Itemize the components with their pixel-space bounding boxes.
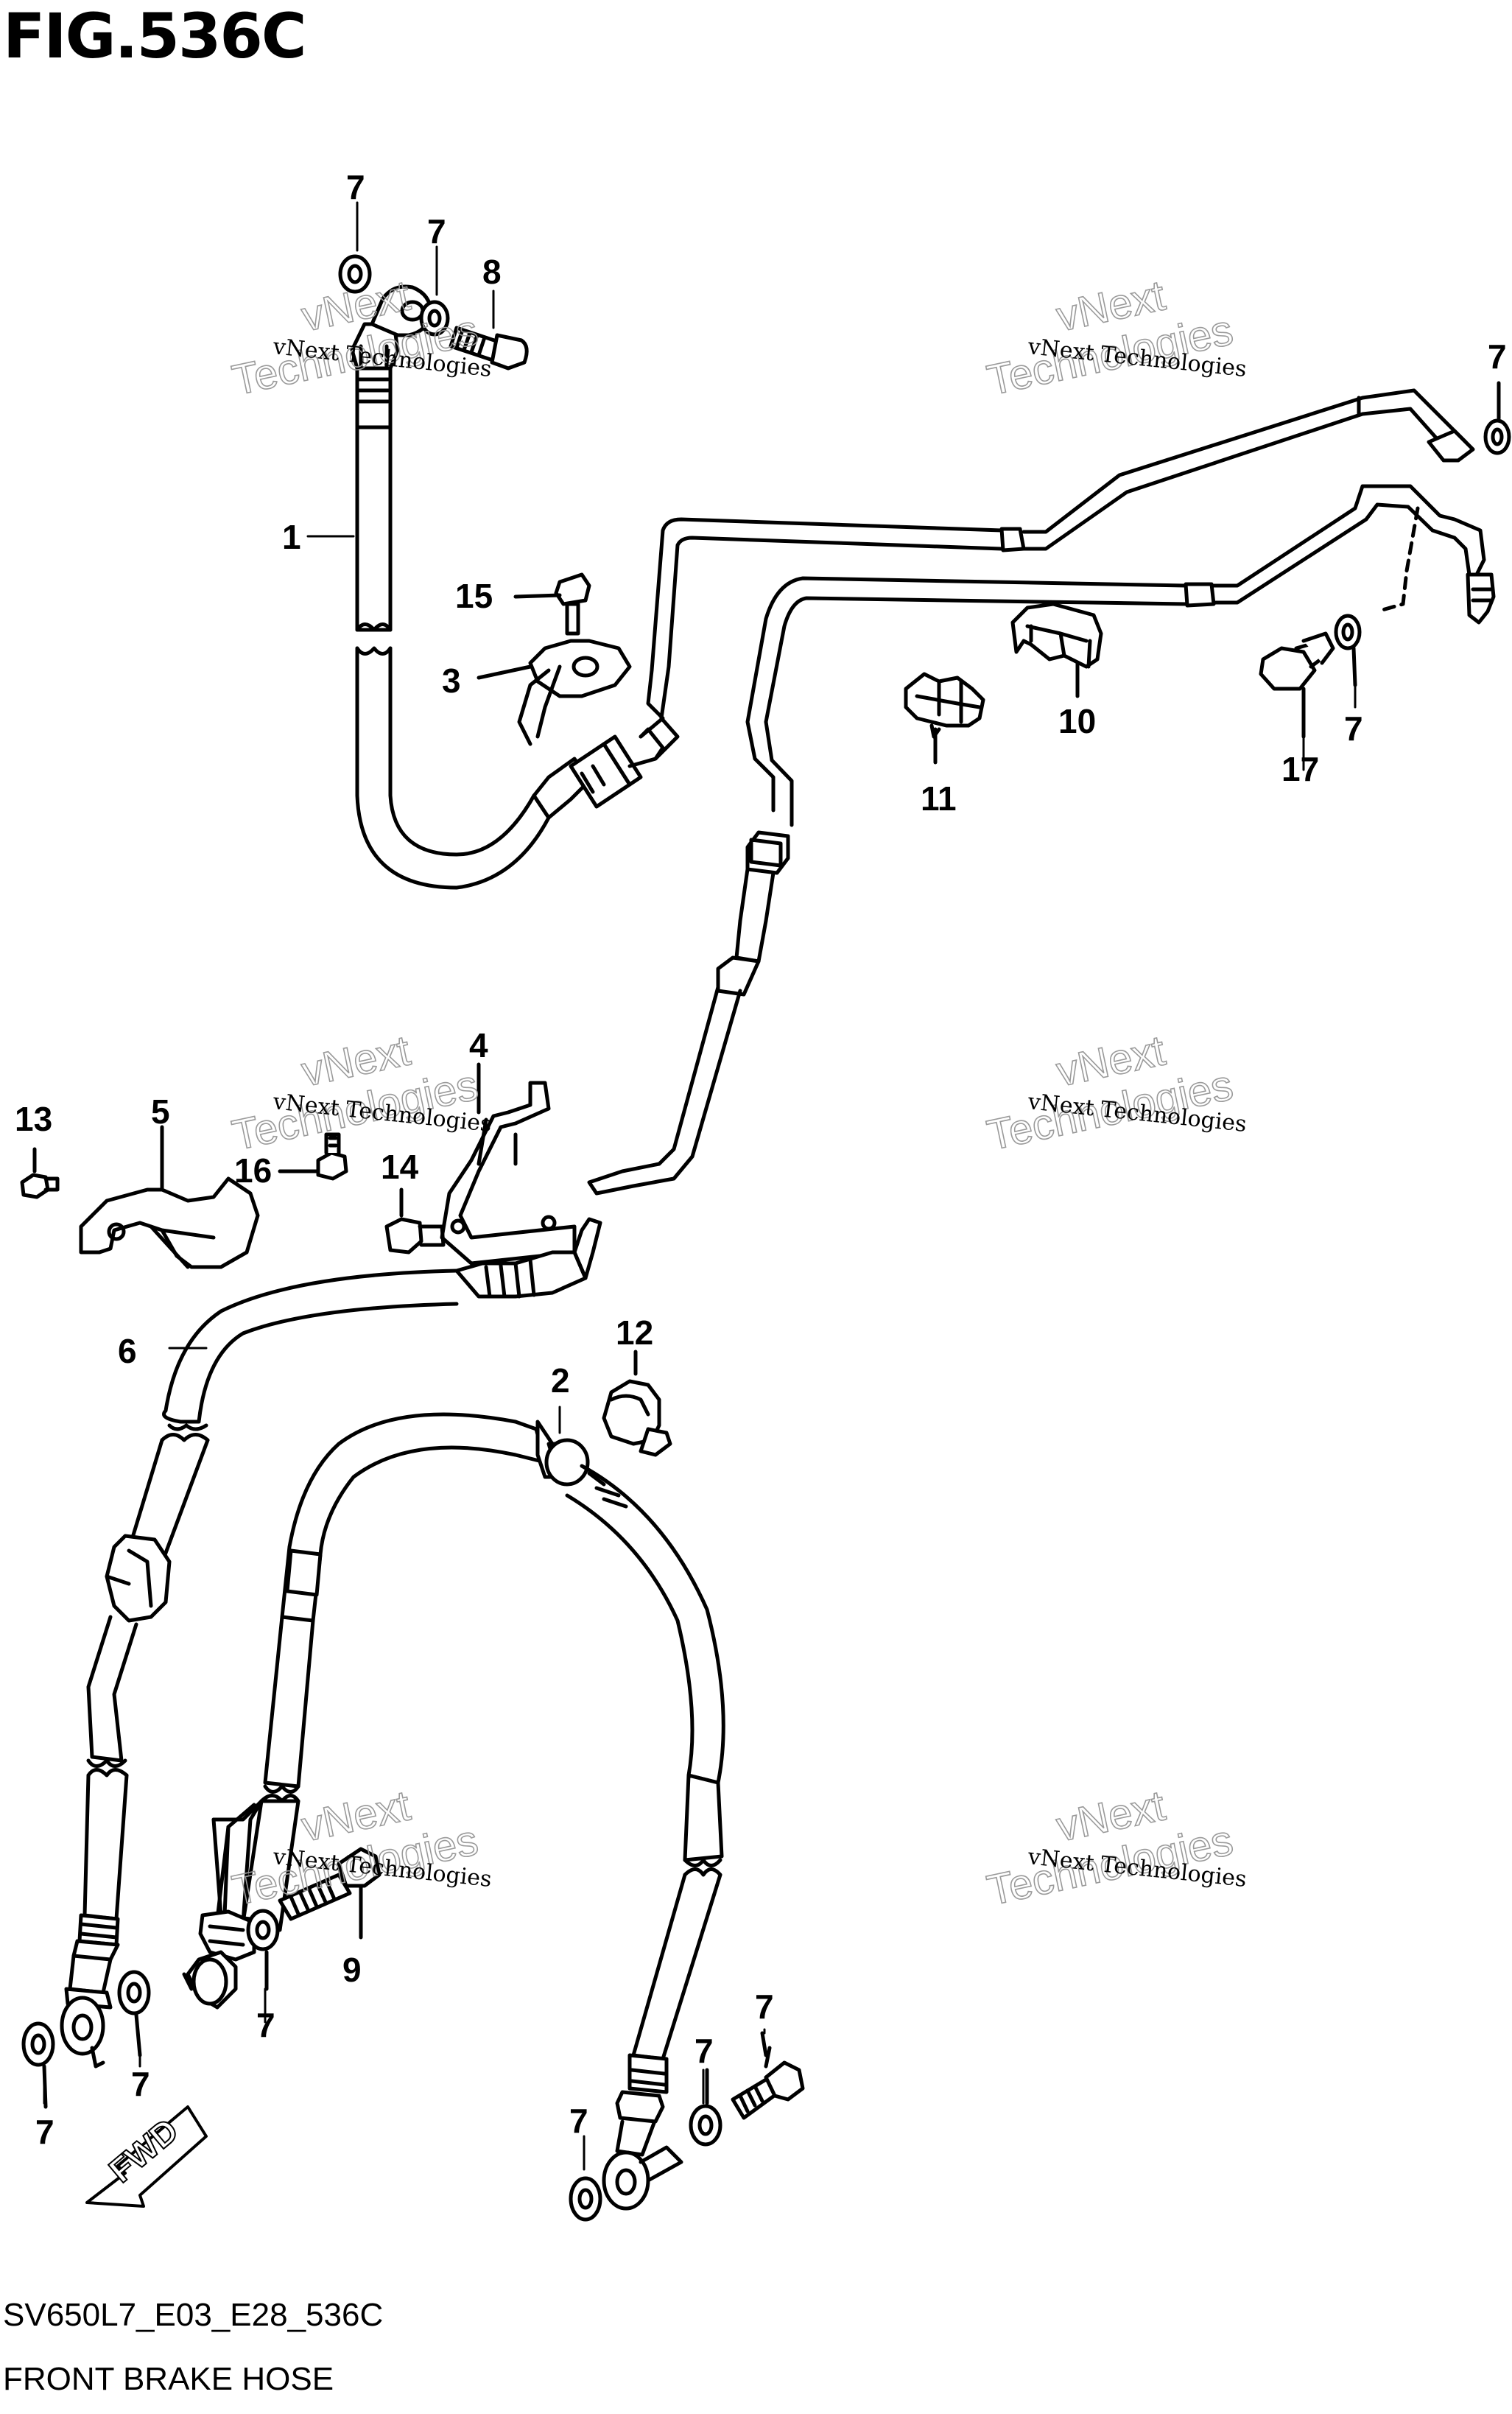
washer-icon <box>255 1920 271 1940</box>
callout-label: 7 <box>569 2102 588 2140</box>
figure-name: FRONT BRAKE HOSE <box>3 2361 334 2397</box>
callout-label: 7 <box>1488 337 1507 376</box>
callout-label: 15 <box>455 577 493 615</box>
callout-label: 7 <box>755 1987 774 2026</box>
pipe-clip-11 <box>1010 602 1103 698</box>
washer-icon <box>1491 427 1504 446</box>
bolt-17 <box>278 1132 348 1181</box>
callout-label: 7 <box>131 2065 150 2103</box>
hose-clamp-3 <box>477 639 632 746</box>
callout-label: 8 <box>482 253 502 291</box>
brake-pipe-upper <box>639 388 1496 827</box>
callout-label: 12 <box>616 1313 653 1352</box>
washer-icon <box>246 1909 280 1951</box>
washer-icon <box>21 2021 55 2067</box>
callout-label: 17 <box>1281 750 1319 788</box>
callout-label: 4 <box>469 1026 488 1064</box>
washer-icon <box>30 2033 46 2055</box>
forward-arrow-icon <box>85 2105 208 2208</box>
washer-icon <box>1483 418 1511 455</box>
bolt-14 <box>20 1147 60 1199</box>
banjo-fitting-mid <box>182 1950 238 2010</box>
washer-icon <box>427 309 442 328</box>
banjo-bolt-9 <box>449 326 529 371</box>
bracket-5 <box>79 1125 260 1269</box>
pipe-union-joint <box>587 830 790 1196</box>
banjo-bolt-8 <box>731 2031 805 2120</box>
washer-icon <box>689 2104 722 2147</box>
callout-label: 7 <box>256 2006 275 2044</box>
bolt-15 <box>384 1187 446 1255</box>
callout-label: 5 <box>151 1092 170 1131</box>
reference-dashed-line <box>1375 506 1420 614</box>
callout-label: 14 <box>381 1148 419 1186</box>
callout-label: 16 <box>234 1151 272 1190</box>
brake-hose-2 <box>198 1412 725 2157</box>
callout-label: 9 <box>342 1951 362 1989</box>
brake-hose-6 <box>64 1217 602 2024</box>
pipe-clip-12 <box>904 672 985 765</box>
washer-icon <box>117 1970 151 2015</box>
callout-label: 2 <box>551 1361 570 1400</box>
washer-icon <box>419 300 450 337</box>
hose-clamp-13 <box>602 1350 672 1457</box>
upper-brake-hose <box>350 322 665 890</box>
bolt-16 <box>513 572 591 636</box>
callout-label: 7 <box>35 2113 54 2151</box>
model-code: SV650L7_E03_E28_536C <box>3 2297 384 2333</box>
upper-banjo-fitting <box>370 284 433 337</box>
callout-label: 11 <box>921 779 957 818</box>
callout-labels: 1 2 3 4 5 6 7 7 7 7 7 7 7 7 7 7 8 9 10 1… <box>15 168 1507 2151</box>
washer-icon <box>569 2176 602 2222</box>
banjo-fitting-right <box>602 2145 683 2211</box>
callout-label: 10 <box>1058 702 1096 740</box>
callout-label: 13 <box>15 1100 52 1138</box>
callout-leaders <box>43 201 1357 2171</box>
callout-label: 7 <box>695 2032 714 2070</box>
callout-label: 1 <box>282 518 301 556</box>
banjo-bolt-10 <box>278 1847 381 1940</box>
washer-icon <box>577 2188 594 2210</box>
figure-title: FIG.536C <box>3 0 306 72</box>
callout-label: 7 <box>427 212 446 250</box>
union-bolt-18 <box>1259 631 1335 739</box>
callout-label: 6 <box>118 1332 137 1370</box>
washer-icon <box>338 254 372 294</box>
callout-label: 7 <box>346 168 365 206</box>
washer-icon <box>1341 622 1354 642</box>
washer-icon <box>1334 614 1362 650</box>
banjo-fitting-left <box>60 1996 105 2069</box>
washer-icon <box>347 264 363 284</box>
washer-icon <box>697 2114 714 2136</box>
callout-label: 3 <box>442 662 461 700</box>
washer-icon <box>126 1982 142 2004</box>
callout-label: 7 <box>1344 709 1363 748</box>
